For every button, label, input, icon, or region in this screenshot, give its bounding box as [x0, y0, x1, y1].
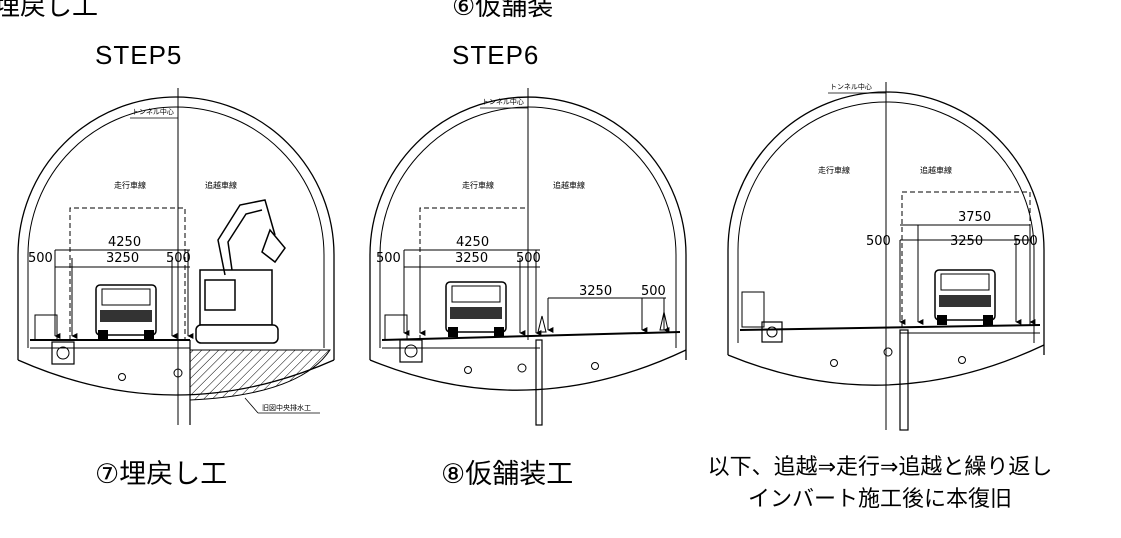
dim-left-margin: 500 — [376, 251, 401, 266]
dim-lane-b: 3250 — [579, 284, 612, 299]
drain-box — [761, 321, 783, 343]
drain-box — [399, 339, 423, 363]
dim-total: 3750 — [958, 210, 991, 225]
lane-right-label: 追越車線 — [553, 180, 585, 190]
truck-icon — [934, 269, 996, 325]
caption-repeat: 以下、追越⇒走行⇒追越と繰り返し インバート施工後に本復旧 — [660, 452, 1100, 516]
header-fragment-left: 埋戻し工 — [0, 0, 99, 22]
drain-box — [51, 341, 75, 365]
dim-right-margin: 500 — [166, 251, 191, 266]
dim-total: 4250 — [456, 235, 489, 250]
tunnel-lining-outer — [17, 96, 335, 360]
caption-step6: ⑧仮舗装工 — [441, 459, 574, 490]
tunnel-lining-inner — [27, 106, 325, 348]
truck-icon — [95, 284, 157, 340]
lane-right-label: 追越車線 — [920, 165, 952, 175]
dim-right-margin: 500 — [516, 251, 541, 266]
step6-title: STEP6 — [452, 40, 540, 70]
center-label: トンネル中心 — [830, 82, 872, 91]
backfill-hatch — [189, 349, 331, 401]
panel-repeat: トンネル中心 走行車線 追越車線 3750 500 3250 500 — [727, 82, 1045, 431]
dim-total: 4250 — [108, 235, 141, 250]
invert-curve — [369, 349, 687, 391]
dim-right-margin: 500 — [1013, 234, 1038, 249]
cone-icon — [537, 315, 547, 333]
lane-left-label: 走行車線 — [462, 180, 494, 190]
panel-step6: トンネル中心 走行車線 追越車線 4250 500 3250 500 3250 … — [369, 88, 687, 426]
step5-title: STEP5 — [95, 40, 183, 70]
caption-repeat-line2: インバート施工後に本復旧 — [747, 487, 1012, 512]
dim-left-margin: 500 — [28, 251, 53, 266]
caption-repeat-line1: 以下、追越⇒走行⇒追越と繰り返し — [707, 455, 1053, 480]
dim-lane: 3250 — [106, 251, 139, 266]
center-label: トンネル中心 — [132, 107, 174, 116]
cone-icon — [659, 311, 669, 331]
panel-step5: トンネル中心 走行車線 追越車線 4250 500 3250 500 旧図中央排… — [17, 88, 335, 425]
lane-right-label: 追越車線 — [205, 180, 237, 190]
lane-left-label: 走行車線 — [114, 180, 146, 190]
excavator-icon — [195, 199, 286, 344]
dim-left-margin: 500 — [866, 234, 891, 249]
dim-lane: 3250 — [950, 234, 983, 249]
drainage-note: 旧図中央排水工 — [262, 403, 311, 412]
truck-icon — [445, 281, 507, 337]
caption-step5: ⑦埋戻し工 — [95, 459, 228, 490]
center-label: トンネル中心 — [482, 97, 524, 106]
dim-margin-b: 500 — [641, 284, 666, 299]
lane-left-label: 走行車線 — [818, 165, 850, 175]
dim-lane: 3250 — [455, 251, 488, 266]
header-fragment-right: ⑥仮舗装 — [452, 0, 554, 22]
